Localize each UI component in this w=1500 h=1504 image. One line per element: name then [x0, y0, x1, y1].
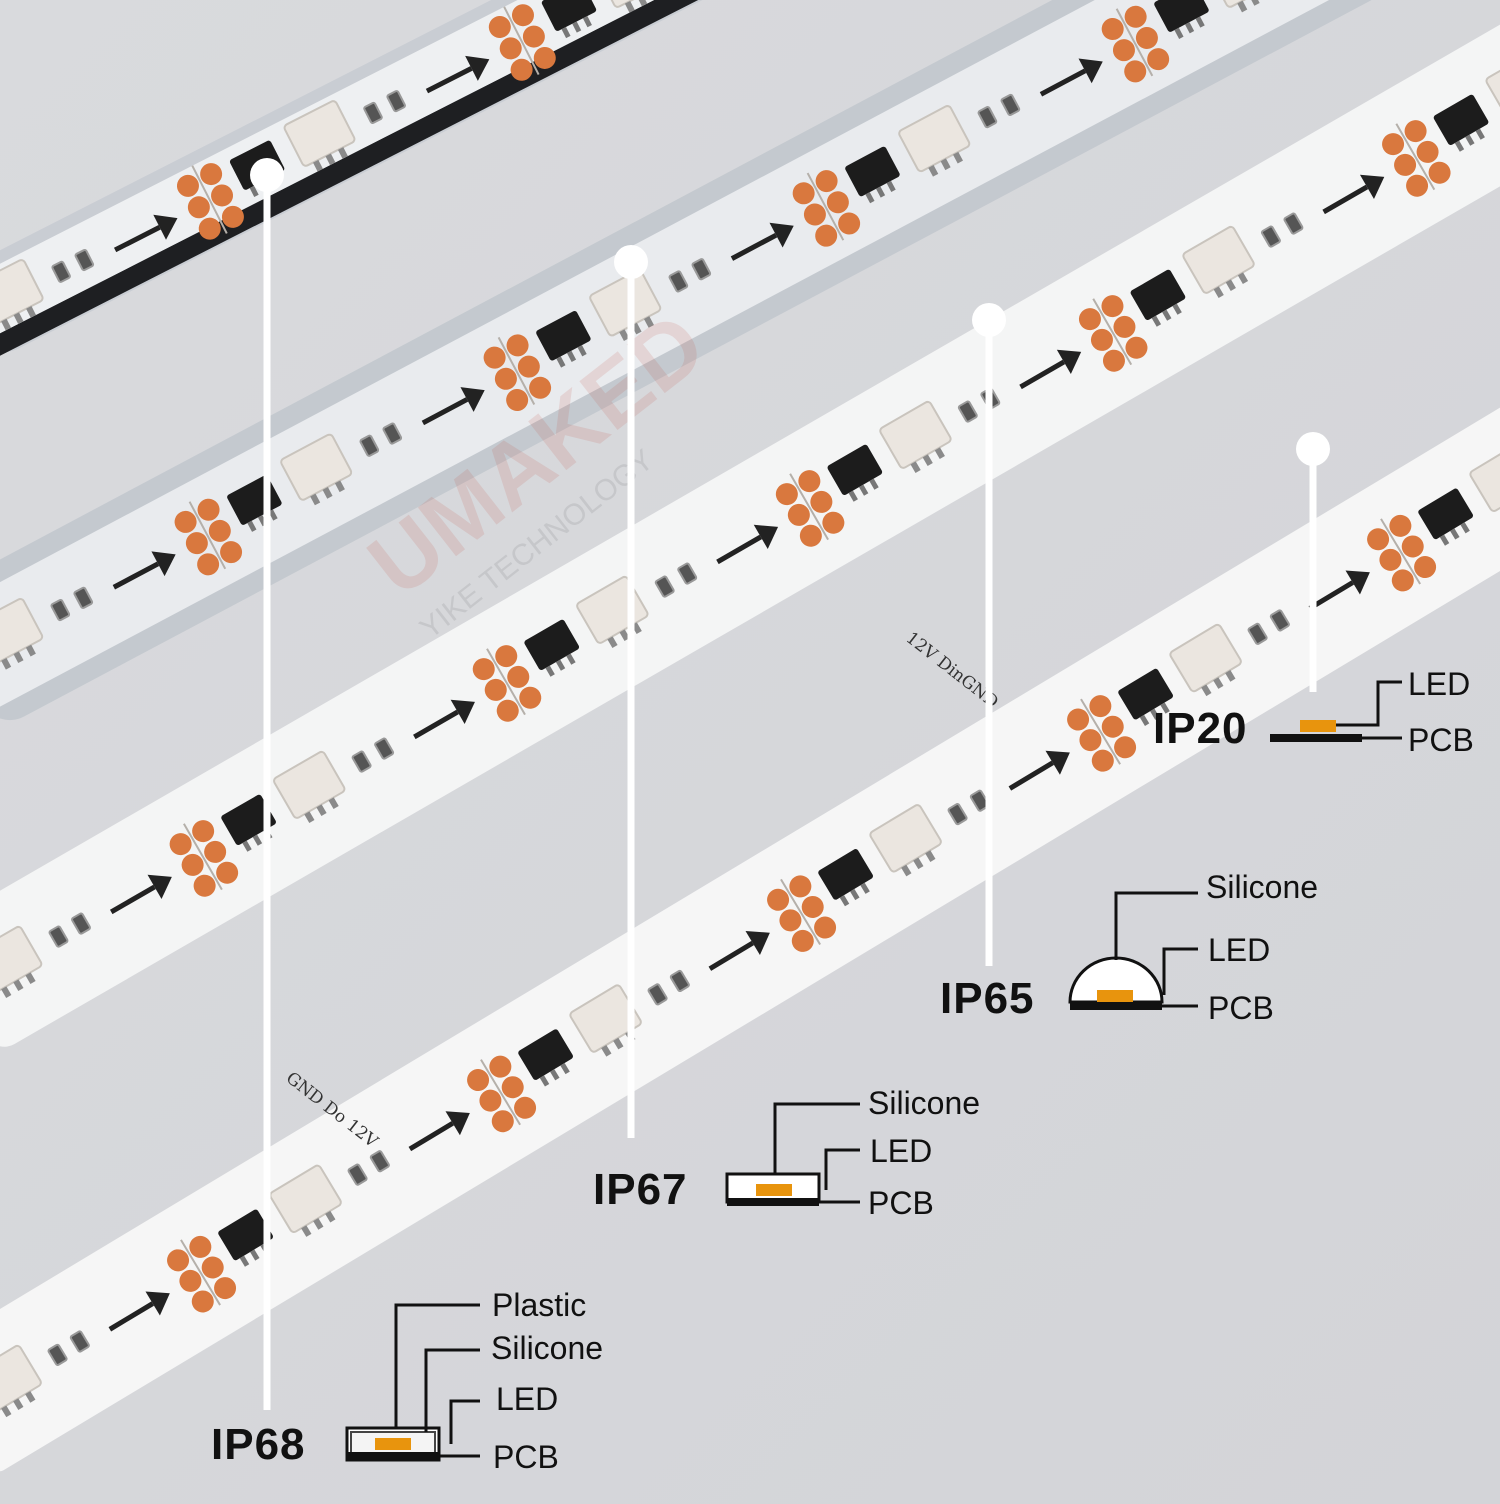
ip68-layer-led: LED	[496, 1381, 559, 1417]
ip67-layer-led: LED	[870, 1133, 933, 1169]
ip67-label: IP67	[593, 1165, 688, 1214]
ip68-layer-pcb: PCB	[493, 1439, 559, 1475]
cross-section-ip68	[345, 1303, 480, 1462]
leader-ip65	[972, 303, 1006, 966]
ip65-layer-pcb: PCB	[1208, 990, 1274, 1026]
ip68-label: IP68	[211, 1420, 306, 1469]
strip-ip65	[0, 0, 1500, 1047]
ip67-layer-silicone: Silicone	[868, 1085, 981, 1121]
ip67-layer-pcb: PCB	[868, 1185, 934, 1221]
ip65-layer-led: LED	[1208, 932, 1271, 968]
ip20-layer-pcb: PCB	[1408, 722, 1474, 758]
cross-section-ip65	[1068, 891, 1198, 1010]
cross-section-ip20	[1270, 680, 1402, 742]
ip65-layer-silicone: Silicone	[1206, 869, 1319, 905]
ip20-label: IP20	[1153, 704, 1248, 753]
leader-ip67	[614, 245, 648, 1138]
cross-section-ip67	[725, 1102, 860, 1206]
leader-ip68	[250, 158, 284, 1410]
strip-ip67	[0, 0, 1500, 721]
leader-ip20	[1296, 432, 1330, 692]
ip68-layer-plastic: Plastic	[492, 1287, 587, 1323]
ip65-label: IP65	[940, 974, 1035, 1023]
strip-ip20	[0, 274, 1500, 1472]
ip20-layer-led: LED	[1408, 666, 1471, 702]
ip68-layer-silicone: Silicone	[491, 1330, 604, 1366]
strip-ip68	[0, 0, 963, 365]
